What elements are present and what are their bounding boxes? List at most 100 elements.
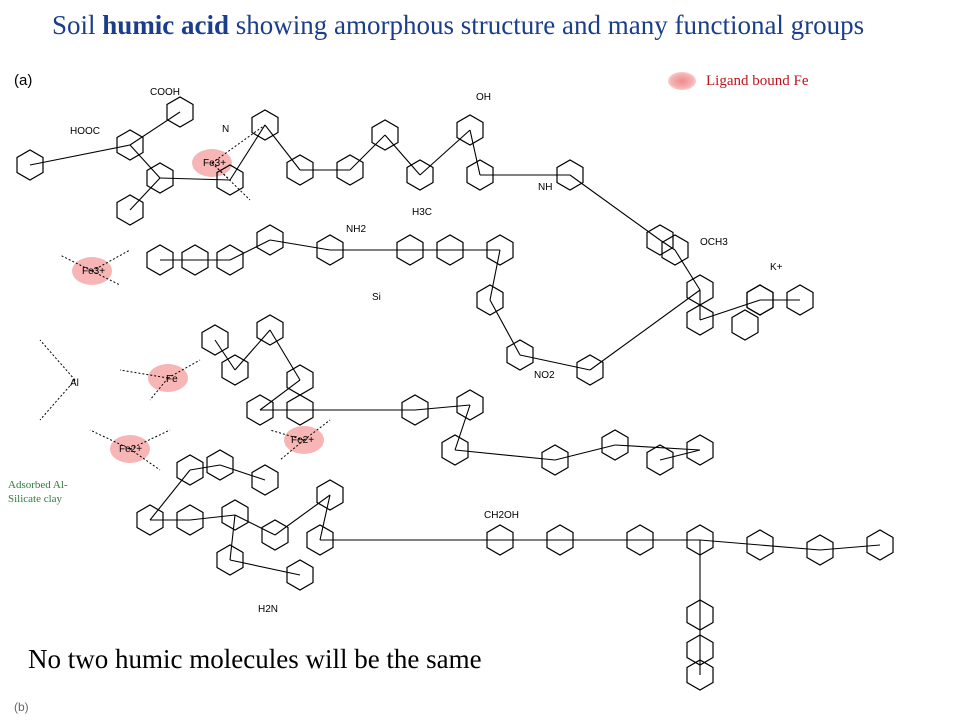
bond (489, 299, 521, 356)
ring (176, 504, 204, 536)
group-label: OH (476, 92, 491, 103)
ring (746, 529, 774, 561)
ring (806, 534, 834, 566)
bond (489, 249, 501, 301)
ring (746, 284, 774, 316)
coordination-bond (119, 369, 169, 379)
bond (234, 329, 271, 371)
bond (149, 469, 191, 521)
title-prefix: Soil (52, 10, 103, 40)
bond (274, 494, 331, 536)
bond (454, 404, 471, 451)
bond (469, 129, 481, 176)
coordination-bond (303, 419, 331, 441)
coordination-bond (59, 254, 93, 272)
ring (486, 234, 514, 266)
ring (286, 394, 314, 426)
ring (221, 354, 249, 386)
bond (269, 239, 331, 251)
bond (229, 124, 266, 181)
ring (206, 449, 234, 481)
coordination-bond (211, 124, 266, 164)
bond (259, 379, 301, 411)
ring (116, 129, 144, 161)
coordination-bond (279, 439, 305, 461)
bond (264, 124, 301, 171)
title-bold: humic acid (102, 10, 230, 40)
group-label: NH (538, 182, 552, 193)
ring (286, 154, 314, 186)
fe-ion-label: Fe2+ (119, 444, 142, 455)
ring (486, 524, 514, 556)
panel-b-label: (b) (14, 700, 29, 714)
bond (129, 144, 161, 179)
coordination-bond (89, 429, 131, 450)
ring (866, 529, 894, 561)
group-label: Si (372, 292, 381, 303)
slide-title: Soil humic acid showing amorphous struct… (52, 8, 932, 42)
ring (136, 504, 164, 536)
ring (396, 234, 424, 266)
group-label: NO2 (534, 370, 555, 381)
group-label: OCH3 (700, 237, 728, 248)
adsorbed-clay-label: Adsorbed Al-Silicate clay (8, 479, 68, 505)
ring (786, 284, 814, 316)
bond (229, 559, 301, 576)
ring (546, 524, 574, 556)
ring (731, 309, 759, 341)
ring (176, 454, 204, 486)
group-label: NH2 (346, 224, 366, 235)
ring (476, 284, 504, 316)
ring (466, 159, 494, 191)
ring (286, 559, 314, 591)
ring (116, 194, 144, 226)
bond (214, 339, 236, 371)
ring (686, 659, 714, 691)
ring (456, 389, 484, 421)
coordination-bond (129, 429, 171, 450)
ring (441, 434, 469, 466)
coordination-bond (149, 377, 169, 401)
bond (269, 329, 301, 381)
ring (216, 244, 244, 276)
bonds (29, 111, 881, 675)
coordination-bond (269, 429, 305, 441)
fe-ion-label: Fe (166, 374, 178, 385)
ring (661, 234, 689, 266)
group-label: CH2OH (484, 510, 519, 521)
title-suffix: showing amorphous structure and many fun… (229, 10, 865, 40)
ring (646, 224, 674, 256)
group-label: Al (70, 378, 79, 389)
group-label: HOOC (70, 126, 100, 137)
bond (29, 144, 131, 166)
bond (189, 464, 221, 471)
ring (456, 114, 484, 146)
fe-ion-label: Fe3+ (203, 158, 226, 169)
aromatic-rings (16, 96, 894, 691)
ring (506, 339, 534, 371)
coordination-bond (91, 270, 121, 286)
bond (414, 404, 471, 411)
bond (759, 544, 821, 551)
bond (519, 354, 591, 371)
bond (319, 494, 331, 541)
ring (686, 304, 714, 336)
coordination-bond (39, 339, 76, 381)
bond (659, 239, 676, 251)
bond (129, 177, 161, 211)
ring (256, 224, 284, 256)
ring (626, 524, 654, 556)
bond (189, 514, 236, 521)
fe-ion-label: Fe2+ (291, 435, 314, 446)
ring (216, 544, 244, 576)
bond (384, 134, 421, 176)
ring (261, 519, 289, 551)
ring (646, 444, 674, 476)
ring (251, 109, 279, 141)
coordination-bond (211, 162, 251, 201)
bond (659, 449, 701, 461)
bond (129, 111, 181, 146)
ring (181, 244, 209, 276)
ring (371, 119, 399, 151)
